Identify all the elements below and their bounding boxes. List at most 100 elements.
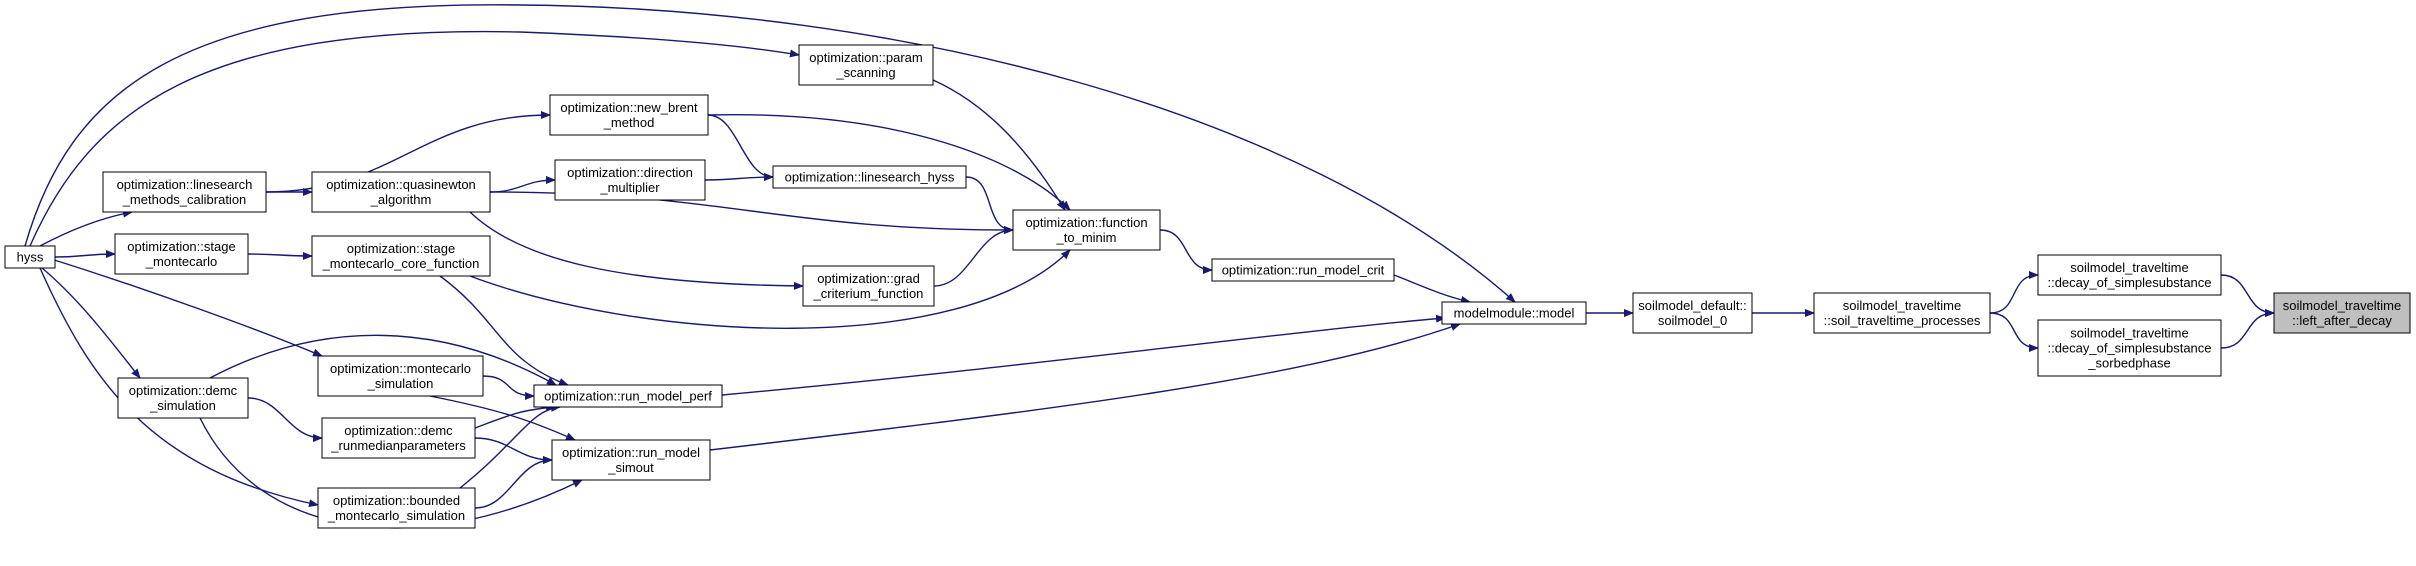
node-box — [554, 159, 706, 201]
node-demc-runmedian[interactable]: optimization::demc_runmedianparameters — [321, 417, 476, 459]
node-label-line: optimization::direction — [567, 165, 693, 180]
node-label-line: optimization::function — [1025, 215, 1147, 230]
node-stage-mc[interactable]: optimization::stage_montecarlo — [114, 233, 249, 275]
node-label-line: soilmodel_traveltime — [2070, 326, 2189, 341]
node-label-line: optimization::bounded — [333, 493, 460, 508]
edge-stage_mc_core-to-function_to_minim — [469, 249, 1071, 329]
node-function-to-minim[interactable]: optimization::function_to_minim — [1012, 209, 1161, 251]
node-label-line: _to_minim — [1056, 230, 1117, 245]
node-box — [102, 171, 267, 213]
node-label-line: soilmodel_traveltime — [2070, 260, 2189, 275]
node-box — [1441, 301, 1587, 325]
node-label-line: optimization::linesearch_hyss — [785, 170, 955, 185]
node-run-model-crit[interactable]: optimization::run_model_crit — [1211, 258, 1395, 282]
node-soil-tt-proc[interactable]: soilmodel_traveltime::soil_traveltime_pr… — [1813, 292, 1991, 334]
edge-run_model_crit-to-model — [1393, 274, 1471, 304]
edge-quasinewton-to-direction_mult — [489, 176, 556, 193]
node-label-line: _simulation — [149, 398, 216, 413]
node-decay-simple[interactable]: soilmodel_traveltime::decay_of_simplesub… — [2037, 254, 2222, 296]
node-label-line: ::left_after_decay — [2292, 313, 2392, 328]
node-label-line: _criterium_function — [813, 286, 924, 301]
edge-linesearch_hyss-to-function_to_minim — [965, 176, 1014, 234]
node-mc-sim[interactable]: optimization::montecarlo_simulation — [317, 355, 484, 397]
node-label-line: optimization::stage — [127, 239, 235, 254]
edge-demc_sim-to-demc_runmedian — [247, 397, 323, 442]
node-box — [311, 171, 491, 213]
edge-bounded_mc-to-run_model_simout — [474, 456, 553, 509]
node-box — [551, 439, 711, 481]
node-box — [117, 377, 249, 419]
node-label-line: _montecarlo — [145, 254, 218, 269]
node-run-model-simout[interactable]: optimization::run_model_simout — [551, 439, 711, 481]
node-label-line: optimization::run_model — [562, 445, 700, 460]
edge-hyss-to-demc_sim — [41, 267, 141, 379]
edge-decay_sorbed-to-left_after_decay — [2220, 309, 2275, 349]
node-label-line: _method — [603, 115, 655, 130]
edge-bounded_mc-to-run_model_perf — [459, 403, 561, 489]
node-label-line: ::decay_of_simplesubstance — [2047, 341, 2211, 356]
edge-function_to_minim-to-run_model_crit — [1159, 229, 1213, 274]
node-box — [1813, 292, 1991, 334]
node-label-line: soilmodel_0 — [1658, 313, 1727, 328]
node-label-line: optimization::linesearch — [117, 177, 253, 192]
node-label-line: optimization::grad — [817, 271, 920, 286]
node-direction-mult[interactable]: optimization::direction_multiplier — [554, 159, 706, 201]
node-decay-sorbed[interactable]: soilmodel_traveltime::decay_of_simplesub… — [2037, 319, 2222, 377]
node-bounded-mc[interactable]: optimization::bounded_montecarlo_simulat… — [317, 487, 476, 529]
node-new-brent[interactable]: optimization::new_brent_method — [549, 94, 709, 136]
node-box — [2037, 319, 2222, 377]
node-box — [1012, 209, 1161, 251]
edge-soil_tt_proc-to-decay_simple — [1989, 271, 2039, 314]
node-box — [4, 245, 56, 269]
node-label-line: _methods_calibration — [122, 192, 247, 207]
node-quasinewton[interactable]: optimization::quasinewton_algorithm — [311, 171, 491, 213]
edge-stage_mc_core-to-run_model_perf — [439, 275, 569, 386]
edge-param_scanning-to-function_to_minim — [932, 79, 1066, 211]
node-run-model-perf[interactable]: optimization::run_model_perf — [533, 384, 723, 408]
node-label-line: optimization::demc — [129, 383, 238, 398]
edge-new_brent-to-function_to_minim — [707, 113, 1071, 211]
node-box — [2273, 292, 2411, 334]
node-label-line: _runmedianparameters — [330, 438, 466, 453]
node-soilmodel-0[interactable]: soilmodel_default::soilmodel_0 — [1632, 292, 1753, 334]
node-demc-sim[interactable]: optimization::demc_simulation — [117, 377, 249, 419]
node-model[interactable]: modelmodule::model — [1441, 301, 1587, 325]
node-label-line: ::soil_traveltime_processes — [1824, 313, 1981, 328]
node-label-line: soilmodel_traveltime — [1843, 298, 1962, 313]
node-box — [549, 94, 709, 136]
edge-run_model_simout-to-model — [709, 323, 1461, 451]
node-label-line: optimization::param — [809, 50, 922, 65]
node-grad-crit[interactable]: optimization::grad_criterium_function — [802, 265, 935, 307]
edge-demc_sim-to-run_model_perf — [209, 334, 557, 386]
node-box — [317, 487, 476, 529]
node-hyss[interactable]: hyss — [4, 245, 56, 269]
node-label-line: optimization::new_brent — [560, 100, 698, 115]
node-box — [311, 235, 491, 277]
node-label-line: _simulation — [367, 376, 434, 391]
node-label-line: optimization::montecarlo — [330, 361, 471, 376]
edge-hyss-to-linesearch_calib — [39, 209, 133, 247]
node-left-after-decay: soilmodel_traveltime::left_after_decay — [2273, 292, 2411, 334]
node-linesearch-hyss[interactable]: optimization::linesearch_hyss — [772, 165, 967, 189]
node-stage-mc-core[interactable]: optimization::stage_montecarlo_core_func… — [311, 235, 491, 277]
node-box — [321, 417, 476, 459]
node-label-line: _sorbedphase — [2087, 356, 2170, 371]
node-label-line: optimization::demc — [344, 423, 453, 438]
node-label-line: soilmodel_traveltime — [2283, 298, 2402, 313]
edge-hyss-to-model — [24, 4, 1516, 303]
edge-stage_mc-to-stage_mc_core — [247, 251, 313, 260]
edge-demc_runmedian-to-run_model_simout — [474, 437, 553, 464]
node-label-line: _simout — [607, 460, 654, 475]
node-linesearch-calib[interactable]: optimization::linesearch_methods_calibra… — [102, 171, 267, 213]
node-label-line: soilmodel_default:: — [1638, 298, 1746, 313]
edge-demc_runmedian-to-run_model_perf — [474, 403, 556, 429]
node-label-line: hyss — [17, 250, 44, 265]
edge-mc_sim-to-run_model_simout — [429, 395, 576, 441]
node-box — [2037, 254, 2222, 296]
node-label-line: modelmodule::model — [1454, 306, 1575, 321]
edge-hyss-to-param_scanning — [29, 30, 800, 247]
node-param-scanning[interactable]: optimization::param_scanning — [798, 44, 934, 86]
edge-decay_simple-to-left_after_decay — [2220, 274, 2275, 317]
edge-direction_mult-to-linesearch_hyss — [704, 173, 774, 182]
